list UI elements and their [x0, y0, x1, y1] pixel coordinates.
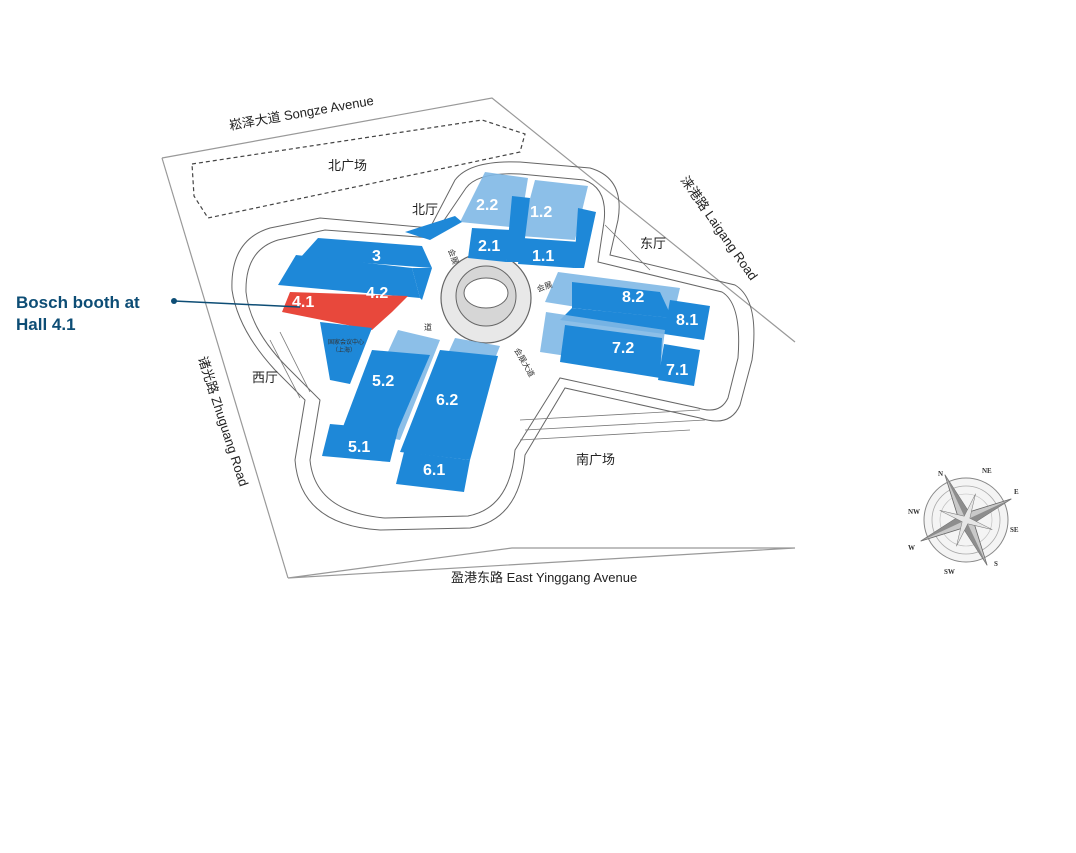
west-hall-label: 西厅 — [252, 370, 278, 385]
callout-line-1: Bosch booth at — [16, 293, 140, 312]
boulevard-label-w: 道 — [424, 322, 432, 332]
hall-1-1-side — [574, 208, 596, 268]
hall-label-4-2: 4.2 — [366, 285, 388, 302]
hall-1-1[interactable] — [518, 238, 580, 268]
hall-label-5-2: 5.2 — [372, 373, 394, 390]
boulevard-label-ne: 会展 — [446, 247, 461, 265]
hall-4-1[interactable] — [282, 292, 408, 330]
hall-label-4-1: 4.1 — [292, 294, 314, 311]
hall-6-2[interactable] — [400, 350, 498, 460]
compass-rose: N NE E SE S SW W NW — [908, 467, 1019, 576]
hall-label-6-1: 6.1 — [423, 462, 445, 479]
boulevard-label-se: 会展大道 — [512, 346, 537, 379]
hall-label-8-1: 8.1 — [676, 312, 698, 329]
callout-line-2: Hall 4.1 — [16, 315, 76, 334]
north-hall-label: 北厅 — [412, 202, 438, 217]
hall-label-2-2: 2.2 — [476, 197, 498, 214]
hall-4-2[interactable] — [278, 255, 420, 298]
bosch-callout: Bosch booth at Hall 4.1 — [16, 293, 301, 334]
hall-label-5-1: 5.1 — [348, 439, 370, 456]
hall-5-2[interactable] — [338, 350, 430, 448]
compass-needle-inner — [944, 474, 969, 520]
hall-7-1[interactable] — [658, 344, 700, 386]
road-label-south: 盈港东路 East Yinggang Avenue — [451, 570, 637, 585]
road-label-west: 诸光路 Zhuguang Road — [195, 354, 251, 488]
compass-s: S — [994, 560, 998, 568]
hall-7-2[interactable] — [560, 325, 662, 378]
hall-4-2-right — [412, 268, 432, 300]
hall-8-1[interactable] — [664, 300, 710, 340]
hall-1-2[interactable] — [520, 180, 588, 240]
hall-2-1-side — [506, 196, 530, 262]
compass-se: SE — [1010, 526, 1019, 534]
site-boundary — [161, 97, 796, 579]
hall-label-1-1: 1.1 — [532, 248, 554, 265]
road-label-east: 涞港路 Laigang Road — [678, 173, 761, 283]
hall-label-6-2: 6.2 — [436, 392, 458, 409]
south-plaza-label: 南广场 — [576, 452, 615, 467]
callout-leader — [173, 300, 301, 308]
compass-e: E — [1014, 488, 1019, 496]
spoke-lines — [269, 224, 706, 441]
hall-8-2[interactable] — [572, 282, 672, 318]
hall-6-1[interactable] — [396, 452, 470, 492]
hall-label-2-1: 2.1 — [478, 238, 500, 255]
north-plaza-outline — [191, 119, 526, 219]
compass-n: N — [938, 470, 943, 478]
compass-sw: SW — [944, 568, 955, 576]
hall-label-1-2: 1.2 — [530, 204, 552, 221]
road-label-north: 崧泽大道 Songze Avenue — [228, 93, 375, 133]
convention-center-sublabel: （上海） — [332, 346, 356, 354]
compass-ne: NE — [982, 467, 992, 475]
compass-nw: NW — [908, 508, 920, 516]
hall-5-1[interactable] — [322, 424, 398, 462]
north-plaza-label: 北广场 — [328, 158, 367, 173]
convention-center-label: 国家会议中心 — [328, 338, 364, 346]
convention-center-block — [320, 322, 372, 384]
north-hall-block — [405, 216, 462, 240]
hall-label-8-2: 8.2 — [622, 289, 644, 306]
hall-label-7-1: 7.1 — [666, 362, 688, 379]
compass-w: W — [908, 544, 915, 552]
site-boundary-west — [161, 157, 289, 579]
hall-label-7-2: 7.2 — [612, 340, 634, 357]
east-hall-label: 东厅 — [640, 236, 666, 251]
center-ring — [440, 252, 532, 344]
hall-2-1[interactable] — [468, 228, 512, 262]
hall-label-3: 3 — [372, 248, 381, 265]
